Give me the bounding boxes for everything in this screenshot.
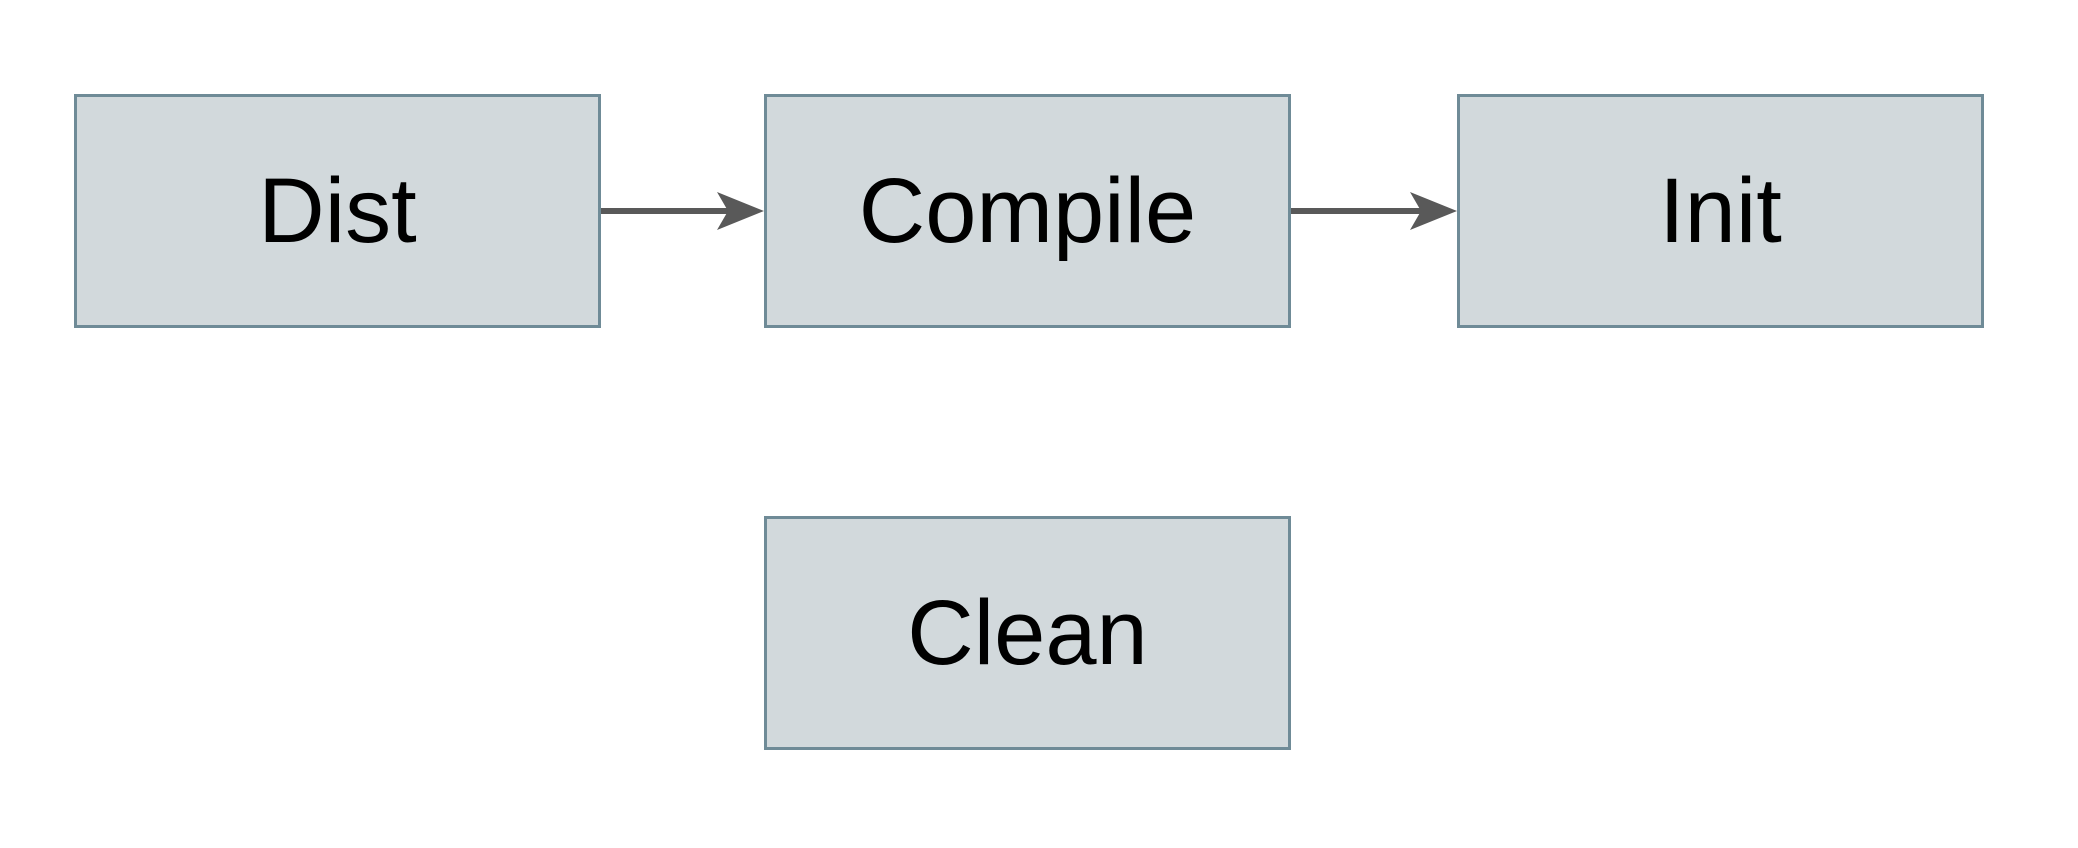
- arrow-right-icon: [1291, 192, 1457, 230]
- node-clean: Clean: [764, 516, 1291, 750]
- node-compile-label: Compile: [858, 160, 1197, 262]
- arrow-right-icon: [601, 192, 764, 230]
- arrow-head: [717, 192, 764, 230]
- arrow-head: [1410, 192, 1457, 230]
- node-init: Init: [1457, 94, 1984, 328]
- node-compile: Compile: [764, 94, 1291, 328]
- node-init-label: Init: [1659, 160, 1782, 262]
- arrow-shaft: [601, 208, 729, 214]
- node-dist: Dist: [74, 94, 601, 328]
- node-dist-label: Dist: [258, 160, 417, 262]
- node-clean-label: Clean: [907, 582, 1148, 684]
- arrow-shaft: [1291, 208, 1422, 214]
